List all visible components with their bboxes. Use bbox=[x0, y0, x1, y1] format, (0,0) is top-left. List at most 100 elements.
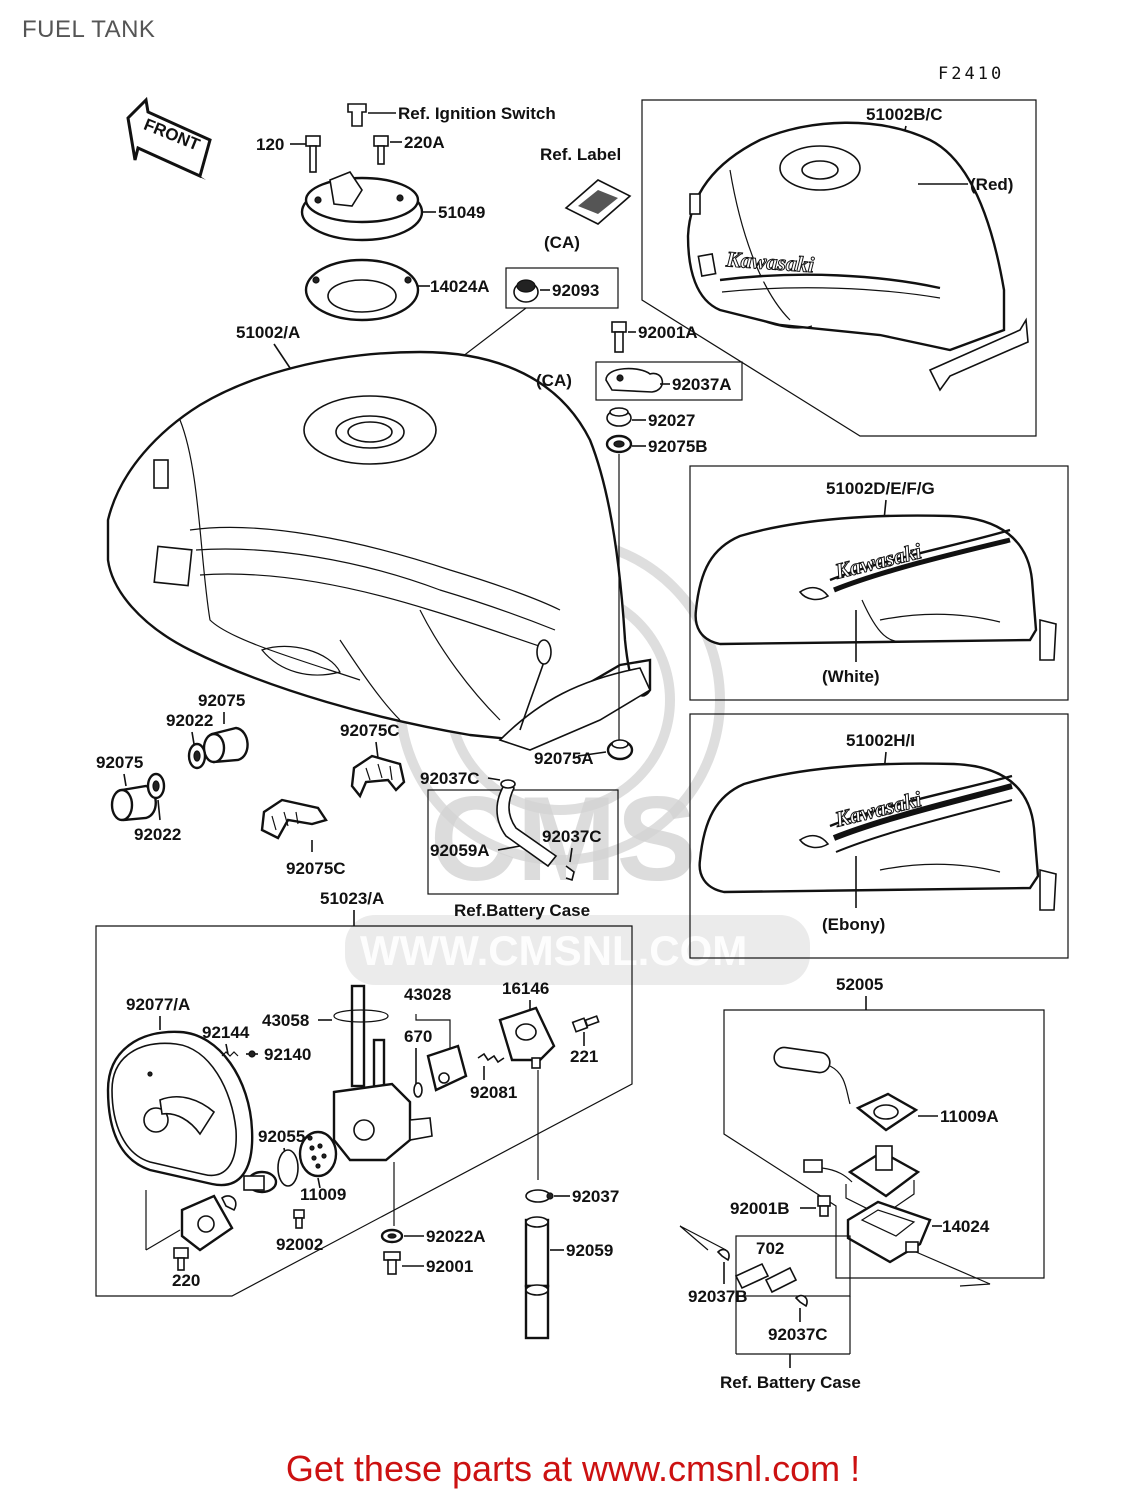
label-92002: 92002 bbox=[276, 1235, 323, 1254]
o-ring-92055-icon bbox=[277, 1149, 299, 1187]
label-92075a: 92075A bbox=[534, 749, 594, 768]
spring-92144-icon bbox=[221, 1051, 239, 1057]
label-11009: 11009 bbox=[300, 1185, 346, 1204]
label-ref-battery-case-2: Ref. Battery Case bbox=[720, 1373, 861, 1392]
washer-92022a-icon bbox=[380, 1228, 404, 1244]
label-43028: 43028 bbox=[404, 985, 451, 1004]
screw-220-icon bbox=[173, 1247, 189, 1271]
label-ca-1: (CA) bbox=[544, 233, 580, 252]
filter-11009-icon bbox=[298, 1130, 338, 1178]
label-92059: 92059 bbox=[566, 1241, 613, 1260]
label-51002-a: 51002/A bbox=[236, 323, 300, 342]
label-ref-battery-case-1: Ref.Battery Case bbox=[454, 901, 590, 920]
label-52005: 52005 bbox=[836, 975, 883, 994]
gasket-14024a-icon bbox=[304, 258, 420, 322]
clip-92037b-icon bbox=[716, 1248, 730, 1262]
label-92001: 92001 bbox=[426, 1257, 473, 1276]
washer-92022-bottom-icon bbox=[146, 772, 166, 800]
tank-white-icon: Kawasaki bbox=[694, 514, 1057, 661]
label-92093: 92093 bbox=[552, 281, 599, 300]
label-92022-bottom: 92022 bbox=[134, 825, 181, 844]
label-ref-ignition-switch: Ref. Ignition Switch bbox=[398, 104, 556, 123]
page-title: FUEL TANK bbox=[22, 16, 156, 43]
tank-red-icon: Kawasaki bbox=[686, 121, 1029, 392]
bolt-92001a-icon bbox=[611, 321, 627, 353]
clip-92037c-3-icon bbox=[794, 1294, 808, 1308]
plate-icon bbox=[180, 1194, 237, 1252]
cover-14024-icon bbox=[846, 1200, 932, 1264]
label-92022-top: 92022 bbox=[166, 711, 213, 730]
screw-92002-icon bbox=[293, 1209, 305, 1229]
label-92144: 92144 bbox=[202, 1023, 250, 1042]
label-14024: 14024 bbox=[942, 1217, 990, 1236]
bolt-220a-icon bbox=[373, 135, 389, 165]
fuel-cock-body-icon bbox=[332, 984, 433, 1162]
front-arrow-icon: FRONT bbox=[126, 96, 212, 180]
label-51023-a: 51023/A bbox=[320, 889, 384, 908]
damper-92027-icon bbox=[606, 407, 632, 427]
footer-parts-link[interactable]: Get these parts at www.cmsnl.com ! bbox=[285, 1448, 861, 1489]
label-red: (Red) bbox=[970, 175, 1013, 194]
label-702: 702 bbox=[756, 1239, 784, 1258]
damper-92075-top-icon bbox=[202, 726, 249, 764]
damper-92075-left-icon bbox=[110, 784, 157, 822]
ref-label-sticker-icon bbox=[564, 179, 632, 225]
label-92140: 92140 bbox=[264, 1045, 311, 1064]
label-220a: 220A bbox=[404, 133, 445, 152]
label-92075c-top: 92075C bbox=[340, 721, 400, 740]
label-92075-top: 92075 bbox=[198, 691, 245, 710]
clip-92037-icon bbox=[525, 1189, 554, 1203]
label-92077-a: 92077/A bbox=[126, 995, 190, 1014]
label-51002h-i: 51002H/I bbox=[846, 731, 915, 750]
label-92055: 92055 bbox=[258, 1127, 305, 1146]
bolt-120-icon bbox=[305, 135, 321, 173]
label-14024a: 14024A bbox=[430, 277, 490, 296]
label-92037c-2: 92037C bbox=[542, 827, 602, 846]
label-92037c-1: 92037C bbox=[420, 769, 480, 788]
label-92022a: 92022A bbox=[426, 1227, 486, 1246]
damper-92075a-icon bbox=[606, 739, 634, 761]
watermark-url: WWW.CMSNL.COM bbox=[360, 927, 747, 974]
lever-shaft-icon bbox=[243, 1170, 278, 1194]
label-92037: 92037 bbox=[572, 1187, 619, 1206]
level-sensor-unit-icon bbox=[803, 1145, 921, 1217]
label-92037c-3: 92037C bbox=[768, 1325, 828, 1344]
label-ca-2: (CA) bbox=[536, 371, 572, 390]
label-92059a: 92059A bbox=[430, 841, 490, 860]
hose-702-icon bbox=[734, 1262, 798, 1294]
label-43058: 43058 bbox=[262, 1011, 309, 1030]
label-120: 120 bbox=[256, 135, 284, 154]
label-ebony: (Ebony) bbox=[822, 915, 885, 934]
label-221: 221 bbox=[570, 1047, 598, 1066]
label-ref-label: Ref. Label bbox=[540, 145, 621, 164]
tank-ebony-icon: Kawasaki bbox=[698, 762, 1057, 911]
washer-92022-top-icon bbox=[187, 742, 207, 770]
watermark-brand: CMS bbox=[430, 772, 697, 906]
label-92037a: 92037A bbox=[672, 375, 732, 394]
damper-92075b-icon bbox=[605, 434, 633, 454]
damper-92075c-bottom-icon bbox=[260, 798, 328, 840]
main-fuel-tank-icon bbox=[106, 350, 652, 751]
label-670: 670 bbox=[404, 1027, 432, 1046]
label-92027: 92027 bbox=[648, 411, 695, 430]
clamp-92037a-icon bbox=[605, 367, 664, 393]
label-92075b: 92075B bbox=[648, 437, 708, 456]
fuel-gauge-float-icon bbox=[773, 1046, 851, 1105]
label-92037b: 92037B bbox=[688, 1287, 748, 1306]
ref-ignition-bolt-icon bbox=[347, 103, 367, 127]
diaphragm-cover-43028-icon bbox=[426, 1044, 468, 1092]
hose-92059-icon bbox=[524, 1216, 550, 1340]
screw-221-icon bbox=[571, 1015, 600, 1033]
breather-hose-92059a-icon bbox=[496, 779, 575, 882]
label-220: 220 bbox=[172, 1271, 200, 1290]
grommet-92093-icon bbox=[513, 279, 539, 303]
bolt-92001-icon bbox=[383, 1251, 401, 1275]
spring-92081-icon bbox=[477, 1052, 505, 1064]
screw-92001b-icon bbox=[817, 1195, 831, 1217]
label-92001b: 92001B bbox=[730, 1199, 790, 1218]
label-white: (White) bbox=[822, 667, 880, 686]
label-51002b-c: 51002B/C bbox=[866, 105, 943, 124]
label-16146: 16146 bbox=[502, 979, 549, 998]
figure-code: F2410 bbox=[938, 64, 1005, 84]
